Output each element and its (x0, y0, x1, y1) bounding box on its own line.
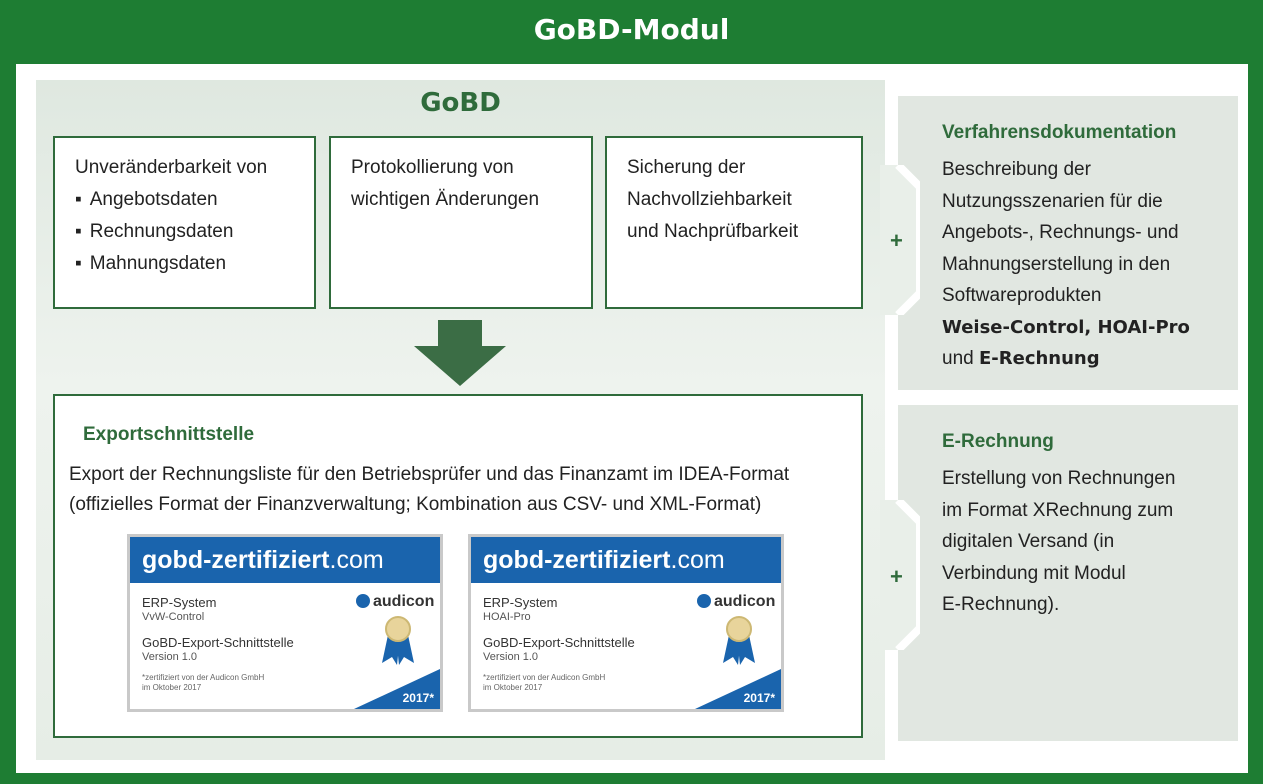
medal-icon (382, 616, 414, 665)
badge-year: 2017* (743, 691, 775, 705)
badge-version: Version 1.0 (142, 651, 198, 663)
certification-badge: gobd-zertifiziert.com ERP-System HOAI-Pr… (468, 534, 784, 712)
procedure-doc-title: Verfahrensdokumentation (942, 122, 1177, 143)
immutability-list: Angebotsdaten Rechnungsdaten Mahnungsdat… (75, 184, 294, 280)
badge-corner (354, 669, 440, 709)
export-title: Exportschnittstelle (83, 424, 255, 445)
export-line: Export der Rechnungsliste für den Betrie… (69, 464, 790, 485)
gobd-title: GoBD (420, 88, 501, 118)
logging-line: Protokollierung von (351, 157, 514, 178)
badge-interface: GoBD-Export-Schnittstelle (142, 635, 294, 650)
list-item: Mahnungsdaten (75, 248, 294, 280)
traceability-line: Sicherung der (627, 157, 746, 178)
medal-icon (723, 616, 755, 665)
e-invoice-panel: E-Rechnung Erstellung von Rechnungen im … (898, 405, 1238, 741)
plus-sign: + (890, 228, 903, 253)
audicon-icon (697, 594, 711, 608)
auditor-logo: audicon (356, 593, 434, 611)
badge-product: HOAI-Pro (483, 611, 531, 623)
procedure-doc-text: Beschreibung der Nutzungsszenarien für d… (942, 159, 1190, 369)
badge-system: ERP-System (142, 595, 217, 610)
procedure-doc-panel: Verfahrensdokumentation Beschreibung der… (898, 96, 1238, 390)
audicon-icon (356, 594, 370, 608)
export-description: Export der Rechnungsliste für den Betrie… (69, 460, 859, 520)
immutability-intro: Unveränderbarkeit von (75, 157, 268, 178)
down-arrow-icon (414, 320, 506, 386)
badge-system: ERP-System (483, 595, 558, 610)
module-title: GoBD-Modul (533, 13, 730, 46)
badge-version: Version 1.0 (483, 651, 539, 663)
export-line: (offizielles Format der Finanzverwaltung… (69, 494, 762, 515)
product-names: Weise-Control, HOAI-Pro (942, 316, 1190, 338)
traceability-line: Nachvollziehbarkeit (627, 189, 792, 210)
badge-corner (695, 669, 781, 709)
immutability-box: Unveränderbarkeit von Angebotsdaten Rech… (53, 136, 316, 309)
list-item: Angebotsdaten (75, 184, 294, 216)
product-name: E-Rechnung (978, 348, 1100, 369)
badge-interface: GoBD-Export-Schnittstelle (483, 635, 635, 650)
auditor-logo: audicon (697, 593, 775, 611)
badge-product: VvW-Control (142, 611, 205, 623)
traceability-line: und Nachprüfbarkeit (627, 221, 799, 242)
list-item: Rechnungsdaten (75, 216, 294, 248)
badge-brand: gobd-zertifiziert.com (130, 537, 440, 583)
badge-year: 2017* (402, 691, 434, 705)
connector-notch (880, 165, 920, 315)
plus-sign: + (890, 564, 903, 589)
traceability-box: Sicherung der Nachvollziehbarkeit und Na… (605, 136, 863, 309)
logging-box: Protokollierung von wichtigen Änderungen (329, 136, 593, 309)
e-invoice-title: E-Rechnung (942, 431, 1054, 452)
connector-notch (880, 500, 920, 650)
logging-line: wichtigen Änderungen (351, 189, 540, 210)
badge-brand: gobd-zertifiziert.com (471, 537, 781, 583)
e-invoice-text: Erstellung von Rechnungen im Format XRec… (942, 468, 1176, 615)
certification-badge: gobd-zertifiziert.com ERP-System VvW-Con… (127, 534, 443, 712)
